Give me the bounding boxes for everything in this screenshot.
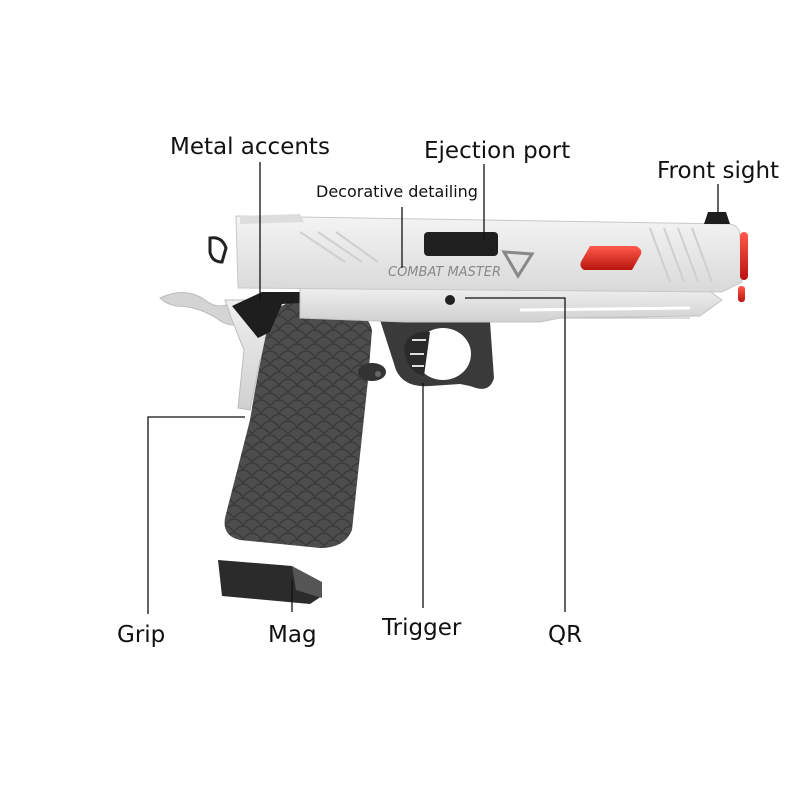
label-trigger: Trigger bbox=[382, 615, 462, 641]
label-ejection-port: Ejection port bbox=[424, 138, 571, 164]
slide-engraving: COMBAT MASTER bbox=[388, 265, 501, 280]
label-mag: Mag bbox=[268, 622, 317, 648]
label-metal-accents: Metal accents bbox=[170, 134, 330, 160]
label-grip: Grip bbox=[117, 622, 166, 648]
qr-leader bbox=[465, 297, 566, 612]
label-decorative-detailing: Decorative detailing bbox=[316, 182, 478, 201]
magazine bbox=[218, 560, 322, 604]
grip-body bbox=[224, 299, 372, 548]
label-front-sight: Front sight bbox=[657, 158, 780, 184]
grip-leader bbox=[147, 416, 245, 614]
label-qr: QR bbox=[548, 622, 583, 648]
